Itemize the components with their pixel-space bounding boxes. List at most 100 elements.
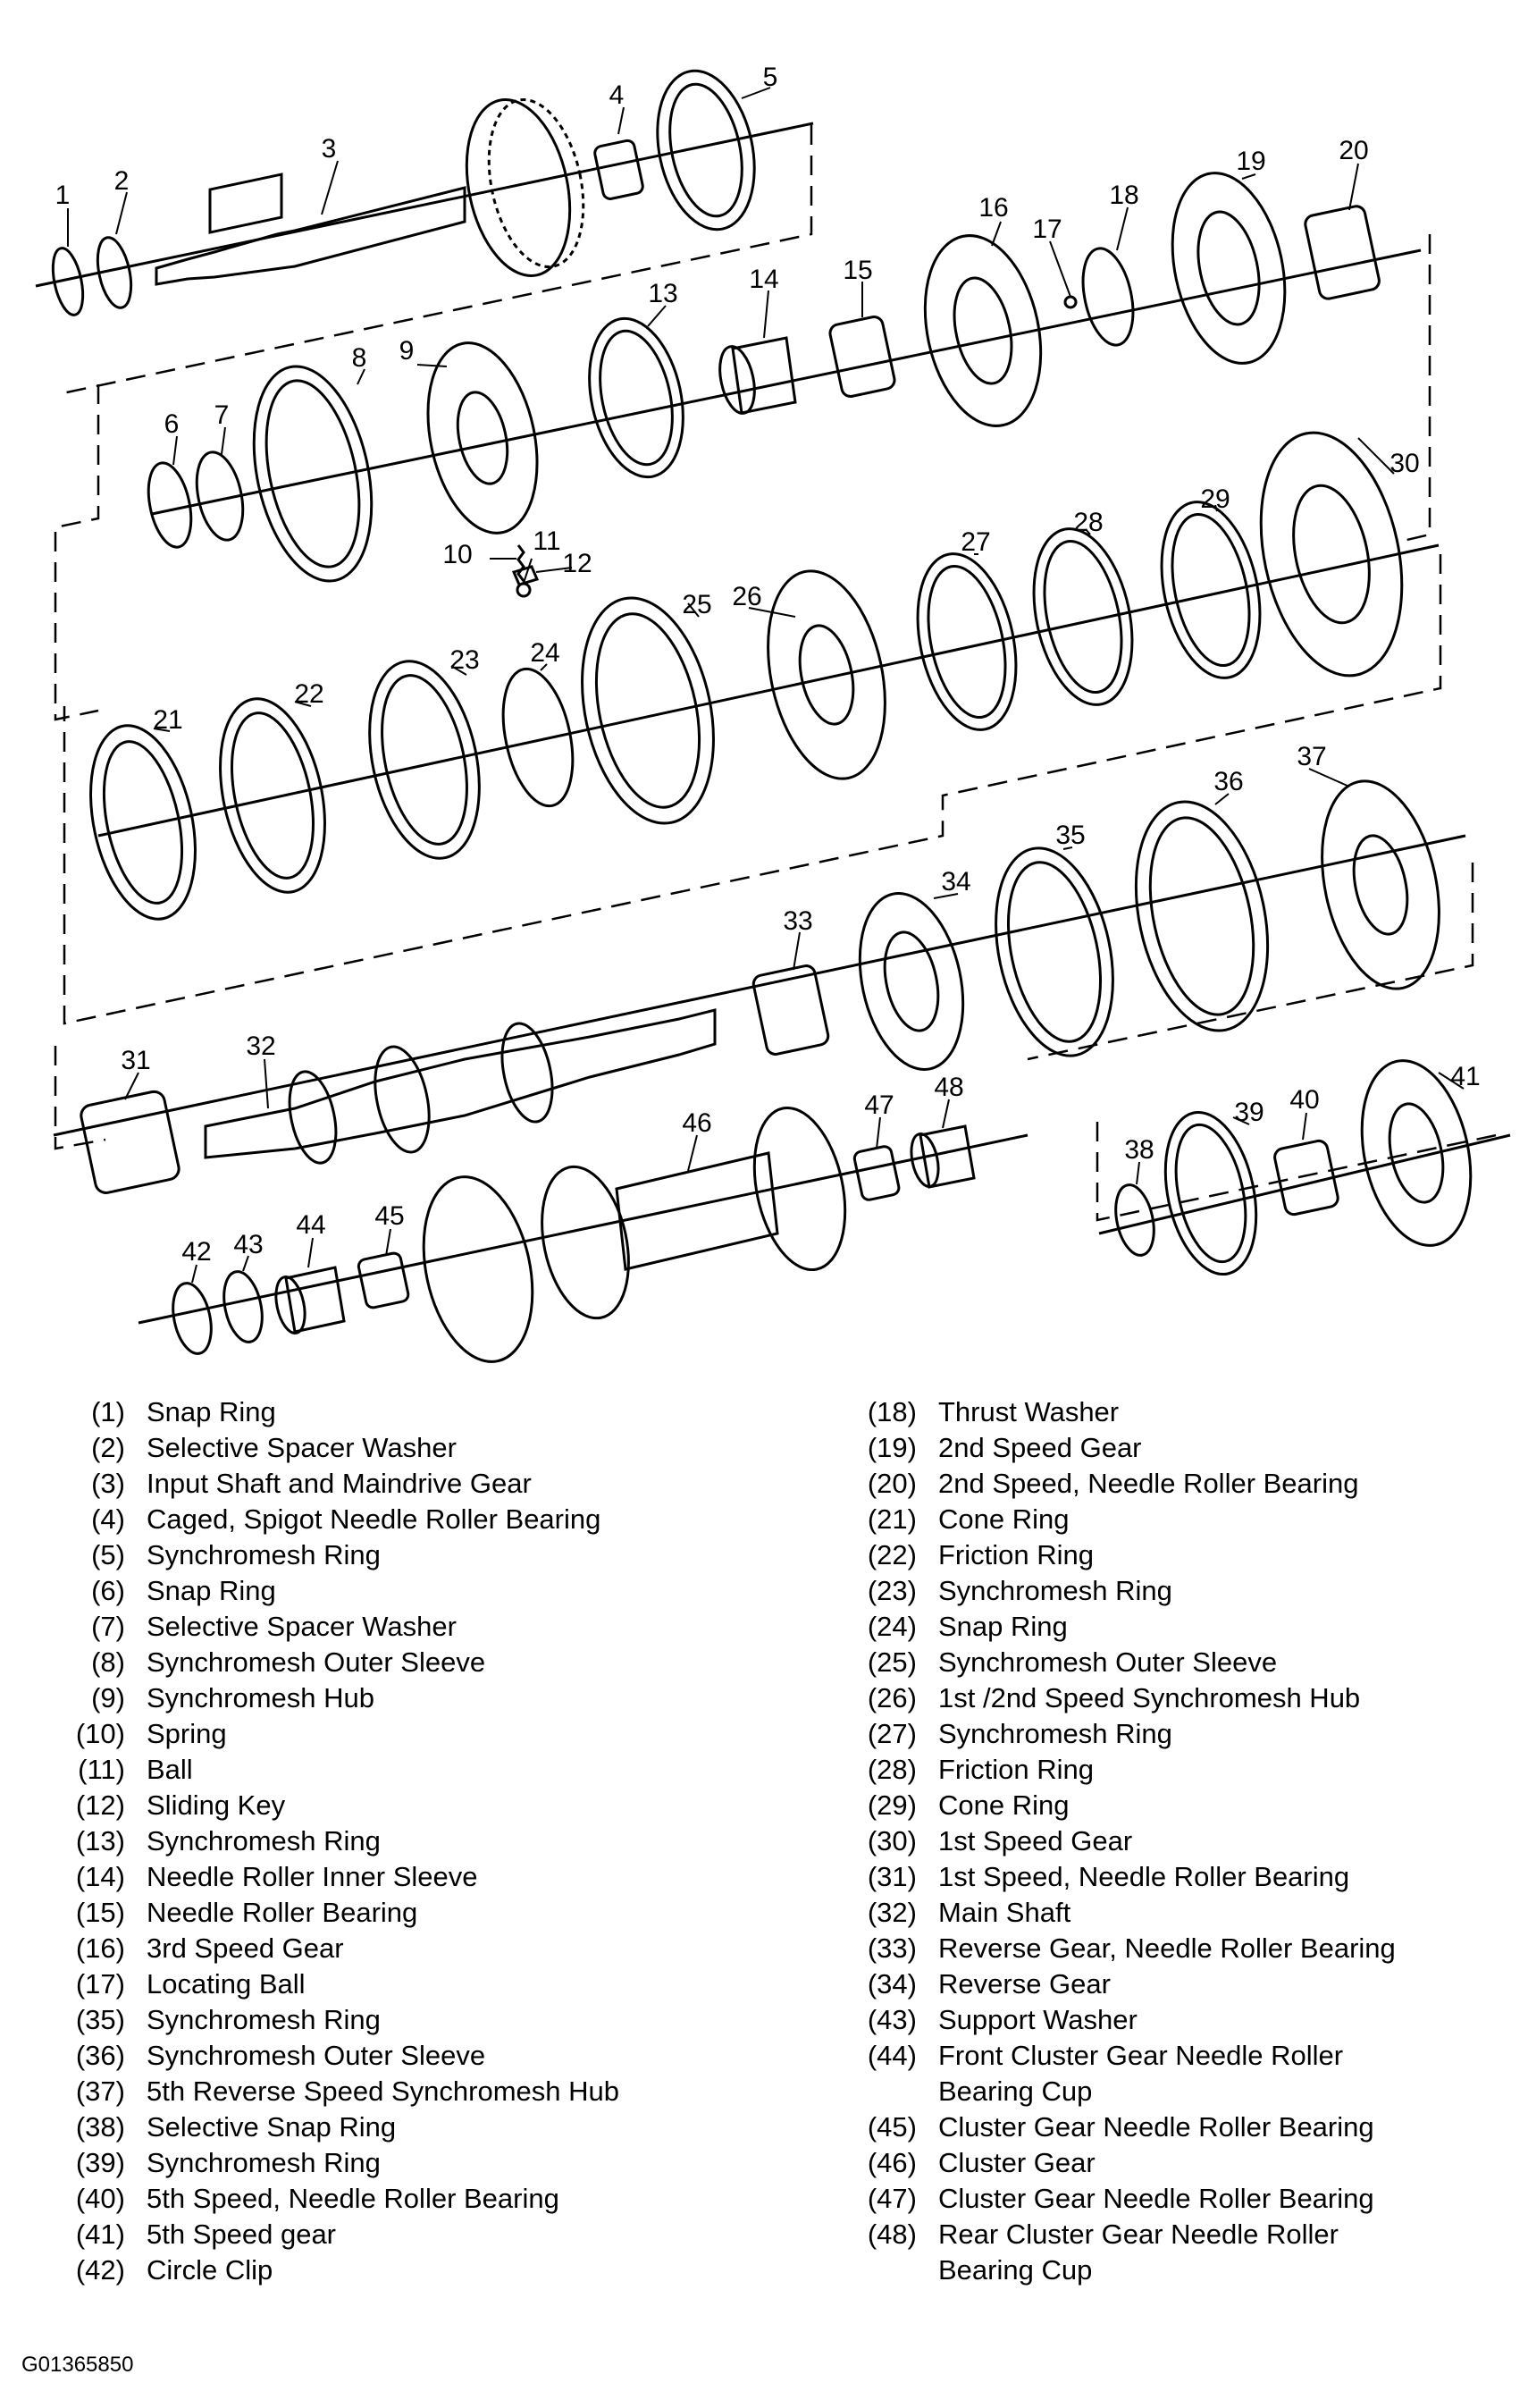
legend-item-number: (22) [867,1539,917,1570]
legend-item-number: (12) [75,1789,125,1821]
legend-item-number: (2) [91,1432,125,1463]
part-32-main-shaft [204,1008,717,1165]
legend-item-number: (35) [75,2004,125,2035]
part-43-support-washer [222,1270,264,1343]
legend-item-number: (28) [867,1754,917,1785]
legend-item-number: (47) [867,2183,917,2214]
callout-48: 48 [934,1073,963,1102]
part-37-synchro-hub [1321,779,1440,990]
callout-35: 35 [1055,821,1085,850]
callout-8: 8 [352,343,367,373]
callout-5: 5 [763,63,778,92]
part-5-synchro-ring [656,69,756,232]
legend-item: (41)5th Speed gear [55,2217,788,2252]
callout-22: 22 [294,679,323,709]
legend-item-number: (24) [867,1611,917,1642]
legend-item-number: (15) [75,1897,125,1928]
group-frame-4 [54,1046,106,1150]
legend-item: (18)Thrust Washer [847,1394,1508,1430]
legend-item-label: Snap Ring [147,1396,276,1427]
callout-7: 7 [214,400,230,430]
part-3-input-shaft [155,97,585,286]
callout-15: 15 [843,256,872,285]
legend-left-column: (1)Snap Ring(2)Selective Spacer Washer(3… [55,1394,788,2288]
legend-item-label: Cone Ring [938,1503,1070,1535]
callout-12: 12 [562,549,592,578]
legend-item: (17)Locating Ball [55,1966,788,2002]
callout-17: 17 [1032,215,1062,244]
part-2-spacer-washer [96,236,133,309]
part-24-snap-ring [501,667,575,808]
callout-2: 2 [114,166,130,196]
legend-item-label: Reverse Gear [938,1968,1111,2000]
legend-item: (10)Spring [55,1716,788,1752]
callout-31: 31 [121,1046,150,1075]
legend-item: (30)1st Speed Gear [847,1823,1508,1859]
part-15-needle-bearing [828,316,896,398]
callout-23: 23 [449,645,479,675]
part-20-needle-bearing [1304,205,1381,300]
legend-item-label: 3rd Speed Gear [147,1932,344,1964]
legend-item-number: (17) [75,1968,125,2000]
legend-item-label: Rear Cluster Gear Needle Roller Bearing … [938,2219,1339,2286]
part-28-friction-ring [1032,527,1134,706]
part-39-synchro-ring [1163,1110,1258,1276]
legend-item: (31)1st Speed, Needle Roller Bearing [847,1859,1508,1895]
part-7-spacer-washer [195,450,245,542]
axis-line-row4 [53,834,1466,1137]
callout-10: 10 [442,540,472,569]
legend-item-number: (37) [75,2075,125,2107]
callout-20: 20 [1339,136,1368,165]
legend-item-label: Cluster Gear Needle Roller Bearing [938,2183,1374,2214]
callout-27: 27 [961,527,990,557]
part-6-snap-ring [147,461,193,549]
legend-item-label: Cluster Gear [938,2147,1096,2178]
legend-item: (32)Main Shaft [847,1895,1508,1931]
legend-item-label: Selective Snap Ring [147,2111,397,2143]
legend-item-label: Reverse Gear, Needle Roller Bearing [938,1932,1396,1964]
legend-item: (21)Cone Ring [847,1502,1508,1537]
group-frame-2 [54,384,100,721]
part-9-synchro-hub [426,341,539,535]
callout-42: 42 [181,1237,211,1267]
part-40-needle-bearing [1273,1139,1339,1217]
legend-item-number: (26) [867,1682,917,1713]
legend-item-label: Ball [147,1754,193,1785]
legend-item: (38)Selective Snap Ring [55,2109,788,2145]
part-45-needle-bearing [357,1251,410,1309]
exploded-view-diagram: 1234567891011121314151617181920212223242… [35,63,1511,1363]
legend-item-number: (30) [867,1825,917,1857]
legend-item-label: Synchromesh Ring [147,2147,381,2178]
legend-item: (3)Input Shaft and Maindrive Gear [55,1466,788,1502]
callout-40: 40 [1289,1085,1319,1115]
legend-item: (16) 3rd Speed Gear [55,1931,788,1966]
callout-19: 19 [1236,147,1265,176]
legend-item: (12) Sliding Key [55,1788,788,1823]
legend-item: (39)Synchromesh Ring [55,2145,788,2181]
legend-item: (43)Support Washer [847,2002,1508,2038]
legend-item-number: (43) [867,2004,917,2035]
legend-item-number: (16) [75,1932,125,1964]
part-18-thrust-washer [1081,247,1135,347]
callout-11: 11 [533,526,560,556]
callout-44: 44 [296,1210,325,1240]
part-27-synchro-ring [916,552,1018,731]
part-14-inner-sleeve [731,336,797,415]
callout-1: 1 [55,181,71,210]
part-41-fifth-gear [1360,1059,1473,1247]
callout-24: 24 [530,638,559,668]
legend-item: (14)Needle Roller Inner Sleeve [55,1859,788,1895]
legend-item: (40)5th Speed, Needle Roller Bearing [55,2181,788,2217]
legend-item-number: (10) [75,1718,125,1749]
part-8-outer-sleeve [252,365,374,583]
legend-item: (42)Circle Clip [55,2252,788,2288]
part-12-sliding-key [511,565,540,586]
axis-line-row2 [151,248,1422,516]
part-19-second-gear [1171,172,1287,365]
legend-item-number: (6) [91,1575,125,1606]
legend-item-label: Sliding Key [147,1789,286,1821]
callout-47: 47 [864,1090,894,1120]
legend-item: (46)Cluster Gear [847,2145,1508,2181]
part-16-third-gear [923,234,1043,427]
